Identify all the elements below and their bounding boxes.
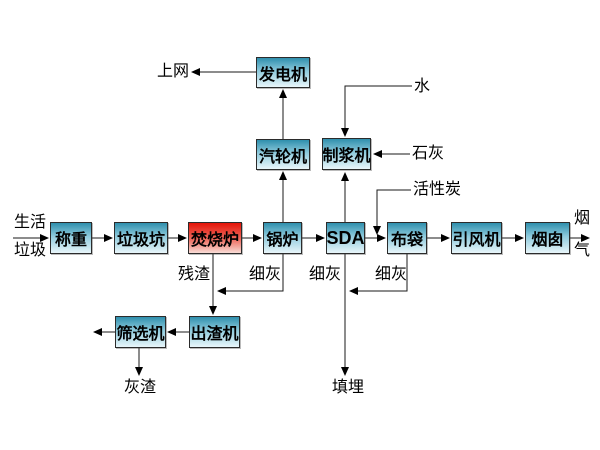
node-slurry-machine: 制浆机 <box>322 138 371 170</box>
flow-carbon-to-duct <box>373 189 411 235</box>
label-fine-ash-bag: 细灰 <box>375 266 408 283</box>
node-screen-machine: 筛选机 <box>115 316 166 348</box>
label-household-waste-line2: 垃圾 <box>14 242 47 259</box>
node-generator: 发电机 <box>256 57 310 88</box>
node-boiler: 锅炉 <box>263 222 302 254</box>
node-bag-filter: 布袋 <box>387 222 427 254</box>
label-activated-carbon: 活性炭 <box>413 181 462 198</box>
label-landfill: 填埋 <box>332 379 365 396</box>
label-flue-gas-line1: 烟 <box>574 210 591 227</box>
node-incinerator: 焚烧炉 <box>188 222 242 254</box>
node-steam-turbine: 汽轮机 <box>256 139 310 170</box>
label-to-grid: 上网 <box>157 63 190 80</box>
node-chimney: 烟囱 <box>525 222 570 254</box>
label-fine-ash-boiler: 细灰 <box>249 266 282 283</box>
node-draft-fan: 引风机 <box>451 222 502 254</box>
label-lime: 石灰 <box>412 145 445 162</box>
label-fine-ash-sda: 细灰 <box>309 266 342 283</box>
label-flue-gas-line2: 气 <box>574 242 591 259</box>
label-household-waste-line1: 生活 <box>14 214 47 231</box>
node-sda: SDA <box>326 222 365 254</box>
node-slag-machine: 出渣机 <box>189 316 240 348</box>
label-water: 水 <box>414 78 431 95</box>
label-residue: 残渣 <box>178 266 211 283</box>
node-waste-pit: 垃圾坑 <box>114 222 168 254</box>
flow-boiler-fine-ash <box>217 254 284 295</box>
flow-bag-fine-ash <box>349 254 408 295</box>
label-ash-slag: 灰渣 <box>124 379 157 396</box>
node-weighing: 称重 <box>50 222 92 254</box>
flow-water-to-slurry <box>341 85 412 137</box>
